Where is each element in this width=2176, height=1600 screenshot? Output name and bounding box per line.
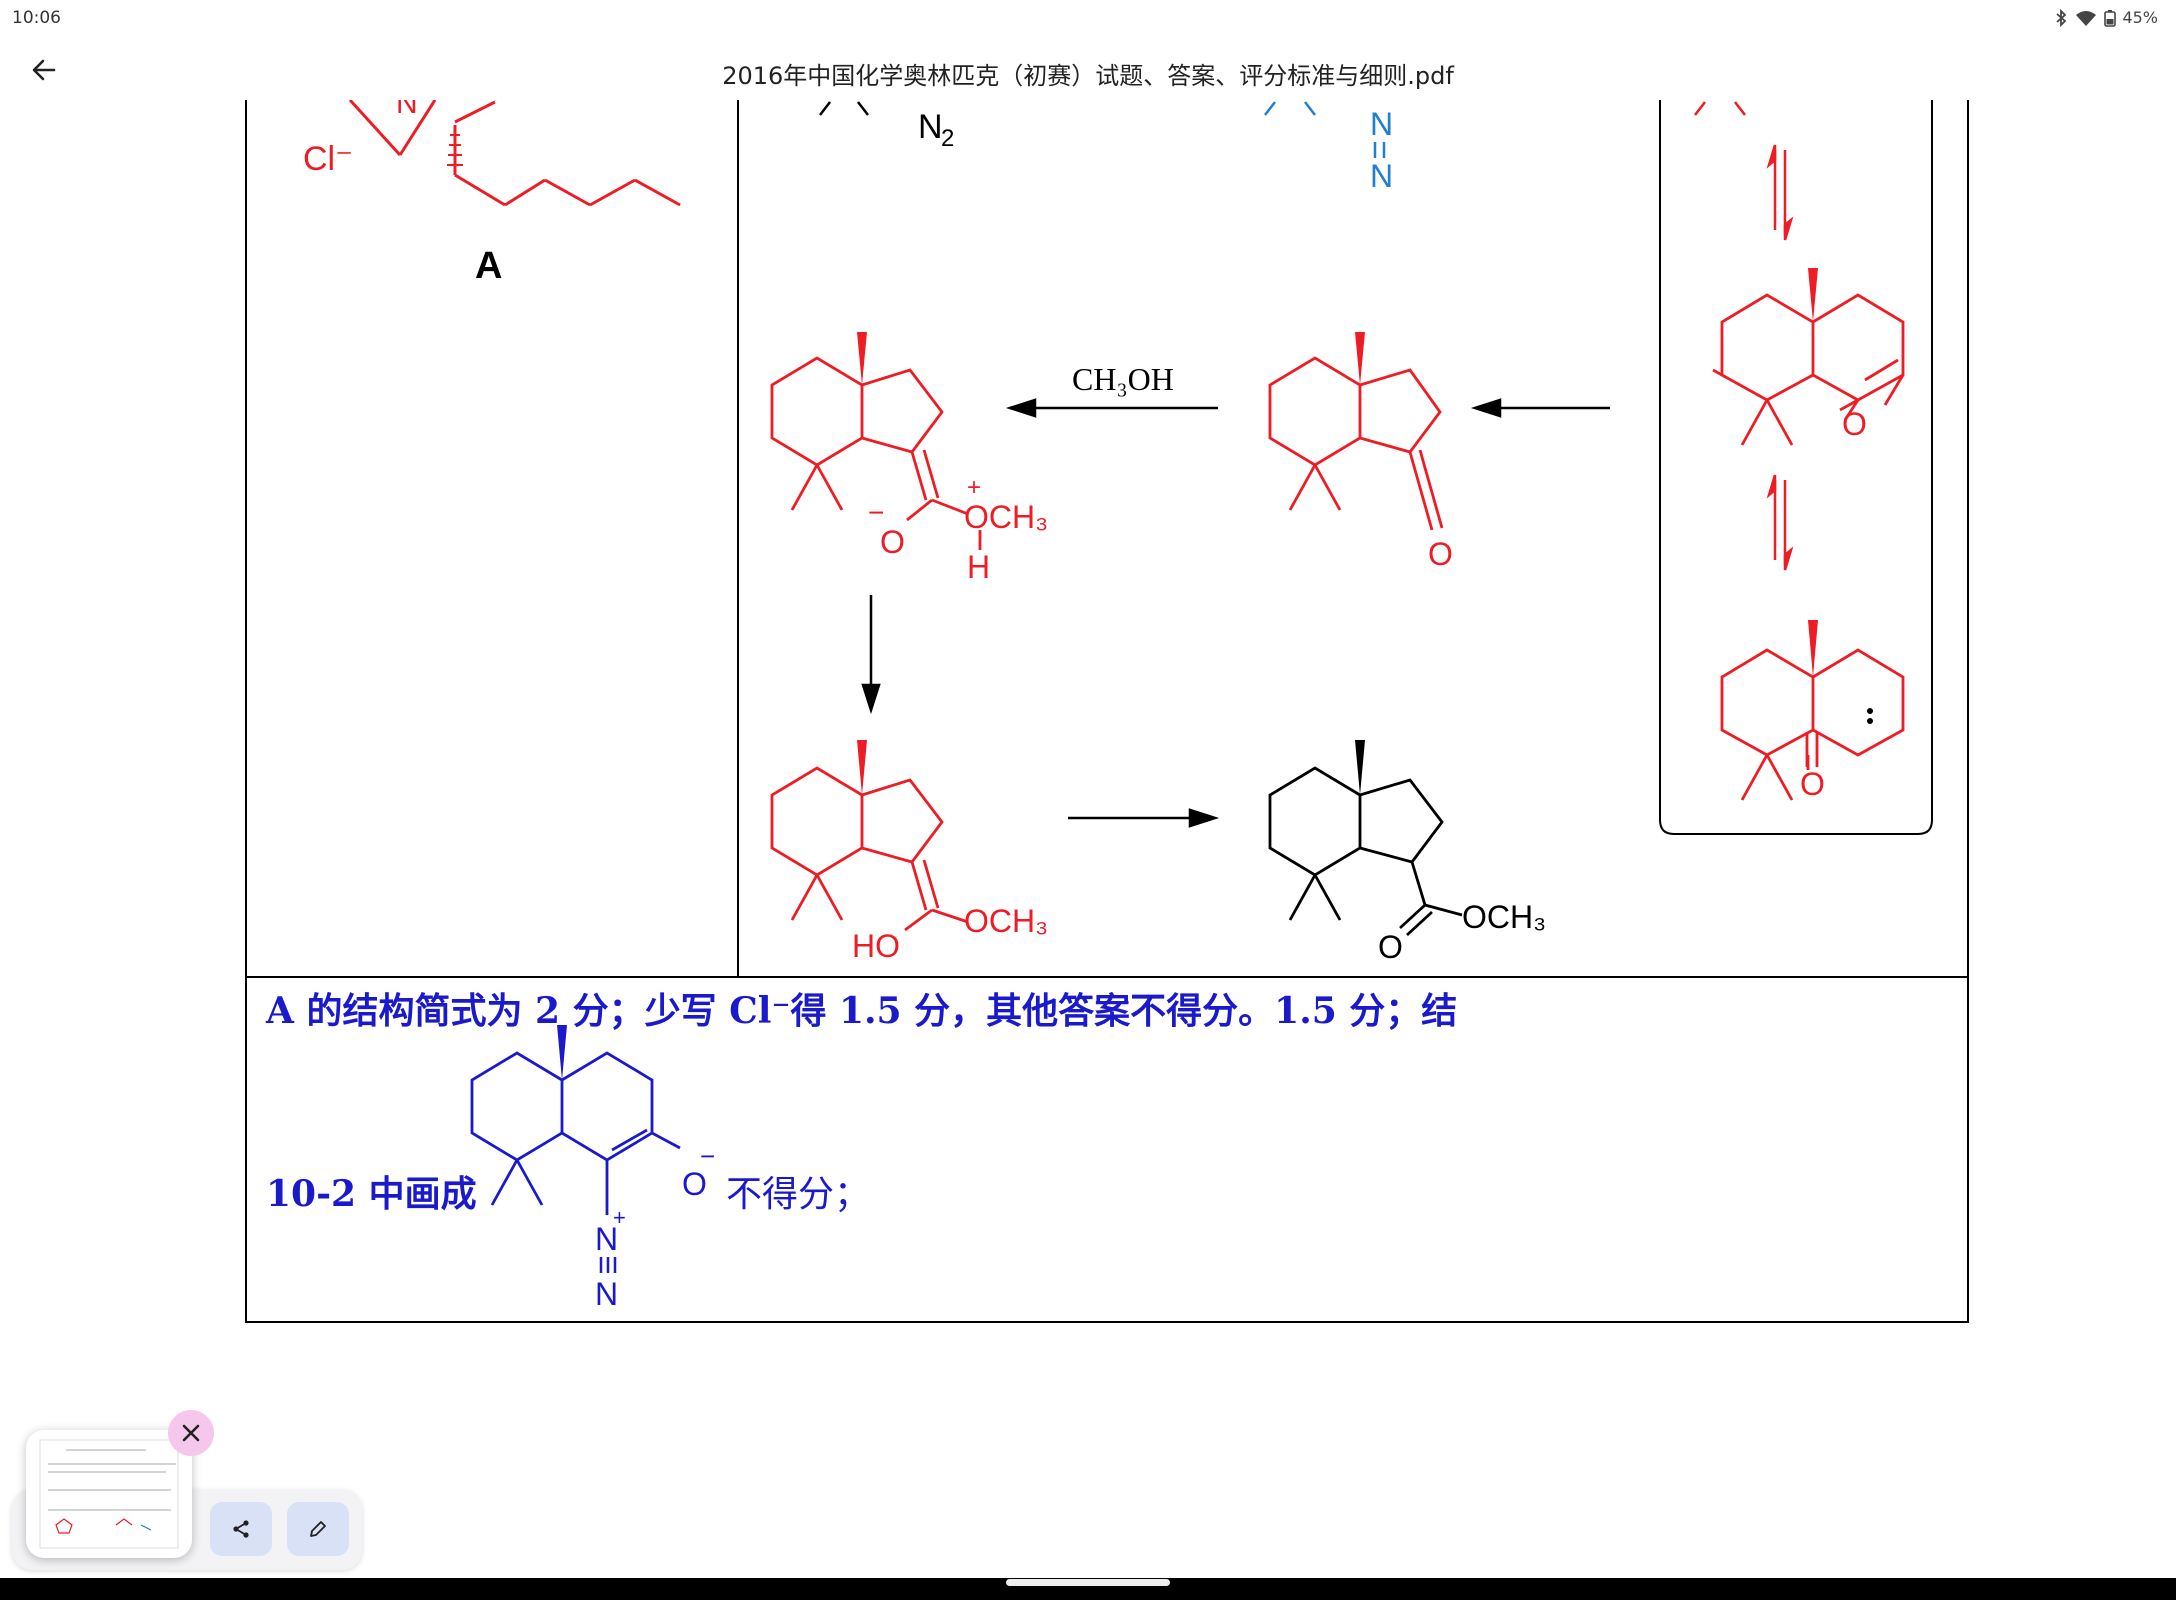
diazo-o: O — [682, 1166, 707, 1202]
ester-product-structure — [1268, 766, 1463, 937]
ketone-wedge — [1355, 332, 1365, 385]
ketone-structure — [1268, 356, 1444, 531]
diazo-n2: N — [595, 1276, 618, 1312]
compound-a-structure — [348, 100, 681, 207]
compound-a-label: A — [475, 245, 502, 287]
ketone-o: O — [1428, 536, 1453, 572]
carbene-wedge — [1808, 620, 1818, 677]
home-gesture-handle[interactable] — [1006, 1579, 1170, 1586]
n2-subscript: 2 — [941, 125, 954, 152]
wifi-icon — [2076, 10, 2097, 26]
reaction-arrows — [861, 398, 1610, 828]
epoxide-o: O — [1842, 406, 1867, 442]
screenshot-thumbnail[interactable] — [26, 1430, 192, 1558]
status-icons: 45% — [2054, 8, 2158, 27]
equilibrium-arrows — [1766, 144, 1794, 571]
back-button[interactable] — [22, 48, 66, 92]
ester-o: O — [1378, 929, 1403, 965]
ester-och3: OCH₃ — [1462, 899, 1546, 935]
navigation-bar — [0, 1578, 2176, 1600]
enolate-structure — [770, 356, 982, 550]
grading-note-line2-prefix: 10-2 中画成 — [266, 1173, 477, 1215]
diazo-enolate-structure — [470, 1051, 681, 1215]
oxonium-plus: + — [967, 474, 981, 501]
answer-table-graphics: Cl⁻ N A N 2 N N O O — [245, 100, 1969, 1323]
enol-och3: OCH₃ — [964, 903, 1048, 939]
reagent-methanol: CH₃OH — [1072, 361, 1174, 397]
thumbnail-preview — [39, 1439, 179, 1549]
diazo-n1: N — [595, 1221, 618, 1257]
grading-note-line1: A 的结构简式为 2 分；少写 Cl⁻得 1.5 分，其他答案不得分。1.5 分… — [266, 990, 1458, 1032]
carbene-o: O — [1800, 766, 1825, 802]
pdf-page[interactable]: Cl⁻ N A N 2 N N O O — [0, 100, 2176, 1578]
grading-note-line2-suffix: 不得分； — [726, 1174, 871, 1215]
enol-ester-wedge — [857, 740, 867, 795]
edit-button[interactable] — [287, 1502, 349, 1556]
share-button[interactable] — [210, 1502, 272, 1556]
oxonium-h: H — [967, 549, 990, 585]
app-bar: 2016年中国化学奥林匹克（初赛）试题、答案、评分标准与细则.pdf — [0, 36, 2176, 104]
enolate-o: O — [880, 524, 905, 560]
epoxide-wedge — [1808, 268, 1818, 322]
diazo-minus: − — [700, 1141, 715, 1171]
diazo-plus: + — [613, 1205, 626, 1230]
enolate-och3: OCH₃ — [964, 499, 1048, 535]
back-arrow-icon — [32, 59, 56, 81]
battery-level: 45% — [2122, 8, 2158, 27]
chloride-label: Cl⁻ — [303, 140, 353, 178]
diazo-wedge — [557, 1025, 567, 1080]
epoxide-bicycle — [1712, 293, 1905, 446]
close-screenshot-button[interactable] — [168, 1410, 214, 1456]
enol-ho: HO — [852, 928, 900, 964]
ester-product-wedge — [1355, 740, 1365, 795]
close-icon — [182, 1424, 200, 1442]
n2-label: N — [918, 108, 943, 146]
document-title: 2016年中国化学奥林匹克（初赛）试题、答案、评分标准与细则.pdf — [722, 62, 1454, 90]
enolate-wedge — [857, 332, 867, 385]
status-time: 10:06 — [12, 8, 61, 28]
share-icon — [233, 1520, 249, 1538]
aziridinium-n-label: N — [396, 100, 418, 120]
diazo-n-bottom: N — [1370, 158, 1393, 194]
compound-a-hash — [447, 134, 463, 166]
edit-icon — [310, 1521, 326, 1537]
status-bar: 10:06 45% — [0, 0, 2176, 36]
bluetooth-icon — [2056, 8, 2067, 27]
battery-icon — [2104, 9, 2117, 27]
enolate-minus: − — [868, 497, 884, 528]
diazo-n-top: N — [1370, 106, 1393, 142]
enol-ester-structure — [770, 766, 969, 932]
table-lines — [245, 100, 1969, 1323]
